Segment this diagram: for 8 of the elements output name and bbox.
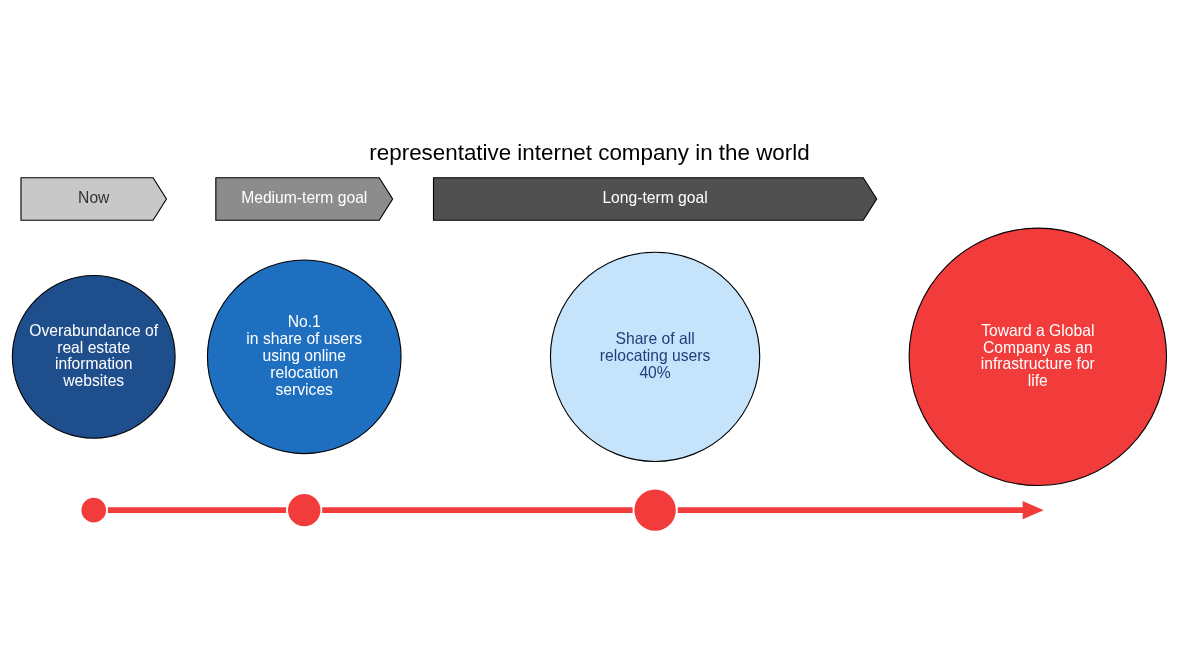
- node-circle: Toward a Global Company as an infrastructure for life: [908, 227, 1168, 486]
- diagram-title: representative internet company in the world: [369, 139, 810, 165]
- connector: [322, 506, 633, 513]
- arrow: [677, 500, 1044, 519]
- node-circle: Overabundance of real estate information websites: [11, 274, 176, 439]
- node-circle: Share of all relocating users 40%: [549, 251, 761, 462]
- connector: [107, 506, 287, 513]
- node-circle: No.1 in share of users using online relocation services: [206, 258, 402, 454]
